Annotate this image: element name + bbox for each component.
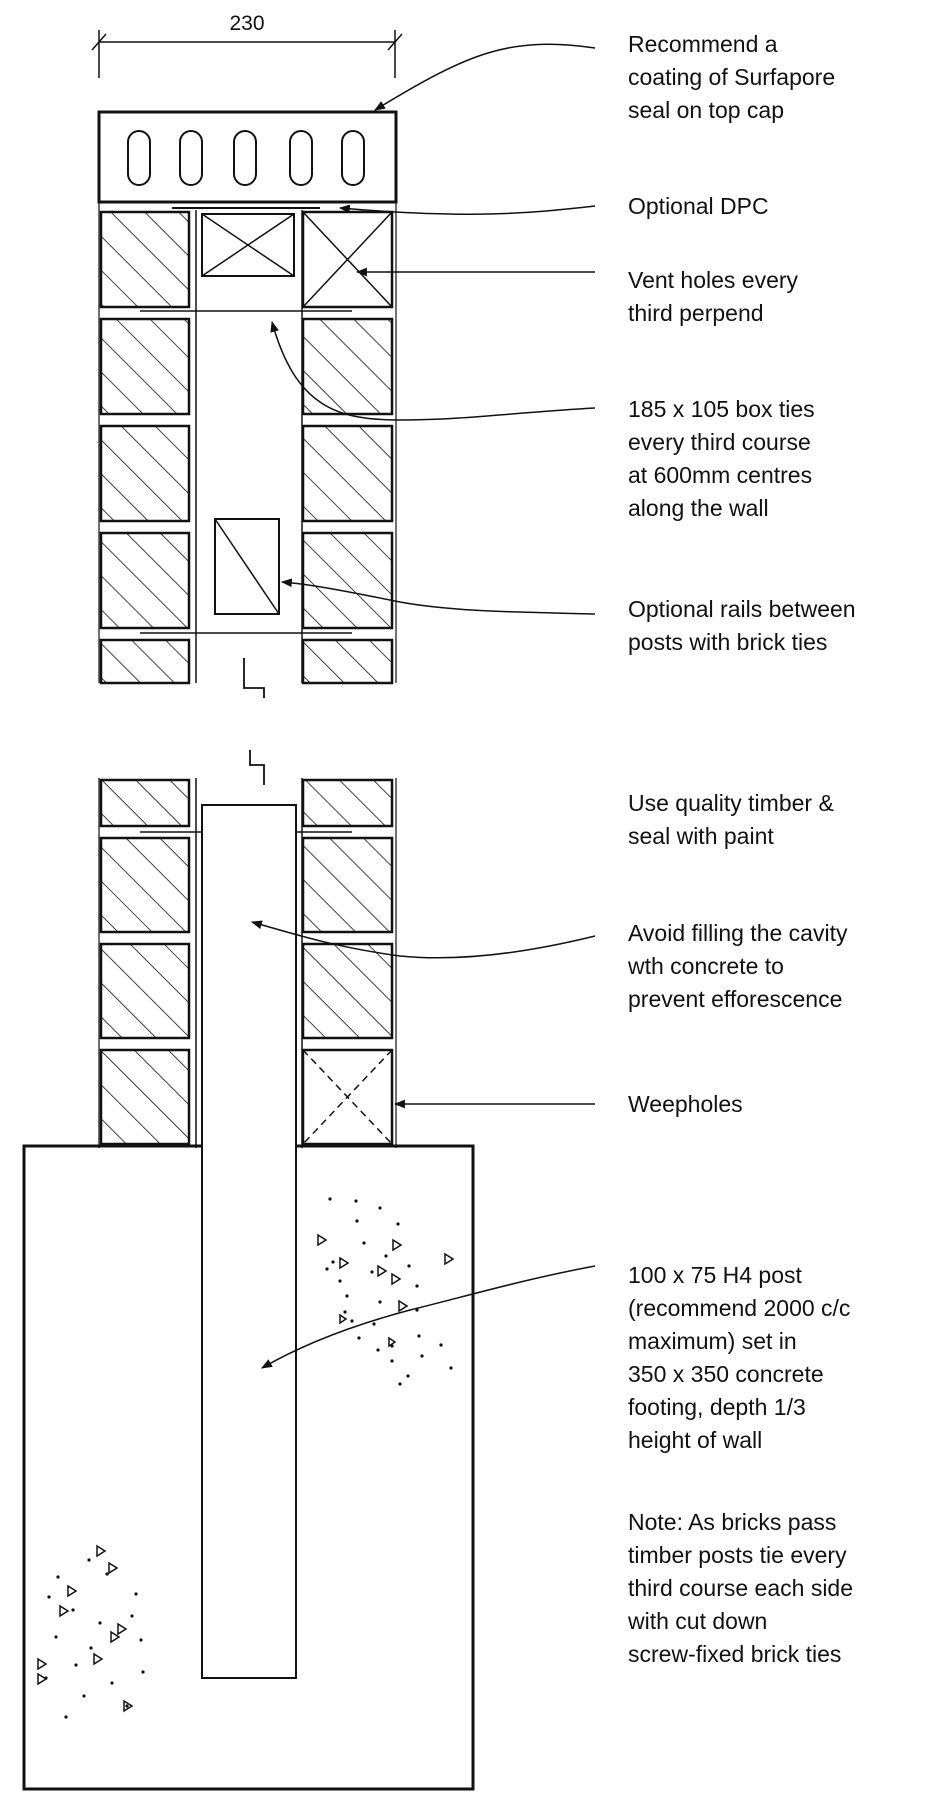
label-rails: Optional rails between posts with brick … (628, 596, 862, 655)
label-cavity: Avoid filling the cavity wth concrete to… (627, 920, 854, 1012)
dimension-230: 230 (91, 12, 403, 78)
label-weepholes: Weepholes (628, 1091, 743, 1117)
brick (99, 424, 191, 523)
label-top-cap: Recommend a coating of Surfapore seal on… (628, 31, 842, 123)
brick (99, 778, 191, 828)
label-timber: Use quality timber & seal with paint (628, 790, 840, 849)
brick (99, 836, 191, 934)
upper-brickwork (98, 202, 397, 685)
brick (99, 531, 191, 630)
lower-brickwork (98, 778, 397, 1148)
label-dpc: Optional DPC (628, 193, 769, 219)
brick (301, 424, 394, 523)
label-vent-holes: Vent holes every third perpend (628, 267, 804, 326)
brick (301, 836, 394, 934)
top-cap (97, 110, 398, 204)
brick (301, 638, 394, 685)
label-post: 100 x 75 H4 post (recommend 2000 c/c max… (628, 1262, 857, 1453)
label-box-ties: 185 x 105 box ties every third course at… (628, 396, 821, 521)
timber-post (201, 804, 297, 1679)
break-line (243, 658, 265, 785)
label-note: Note: As bricks pass timber posts tie ev… (627, 1509, 859, 1667)
leader-lines (250, 43, 596, 1369)
dimension-label: 230 (229, 12, 264, 35)
brick (99, 942, 191, 1040)
brick (301, 942, 394, 1040)
annotation-labels: Recommend a coating of Surfapore seal on… (627, 31, 862, 1667)
brick (301, 778, 394, 828)
brick (99, 210, 191, 309)
brick (301, 531, 394, 630)
brick (99, 1048, 191, 1146)
brick (99, 317, 191, 416)
brick (99, 638, 191, 685)
